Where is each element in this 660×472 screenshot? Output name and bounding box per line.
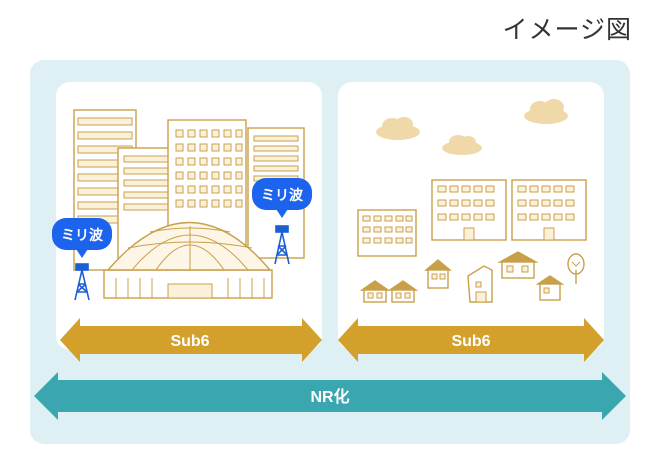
nr-label: NR化 xyxy=(310,387,349,406)
cloud-icon xyxy=(376,117,420,140)
house-icon xyxy=(467,265,493,303)
nr-migration-arrow: NR化 xyxy=(34,372,626,420)
sub6-coverage-arrow-right: Sub6 xyxy=(338,318,604,362)
sub6-label-left: Sub6 xyxy=(170,333,209,350)
house-icon xyxy=(359,280,391,303)
house-icon xyxy=(387,280,419,303)
sub6-label-right: Sub6 xyxy=(451,333,490,350)
house-icon xyxy=(497,251,539,279)
mmwave-label-right: ミリ波 xyxy=(261,187,304,203)
apartment-icon xyxy=(357,209,417,257)
tree-icon xyxy=(567,253,585,284)
mmwave-badge-left: ミリ波 xyxy=(52,218,112,258)
house-icon xyxy=(535,275,565,301)
cloud-icon xyxy=(442,135,482,155)
sub6-coverage-arrow-left: Sub6 xyxy=(60,318,322,362)
dome-stadium-icon xyxy=(103,222,273,299)
suburb-scene xyxy=(357,99,587,303)
house-icon xyxy=(424,259,452,289)
mmwave-label-left: ミリ波 xyxy=(61,227,104,243)
apartment-icon xyxy=(431,179,507,241)
cell-tower-icon xyxy=(274,225,290,265)
apartment-icon xyxy=(511,179,587,241)
cloud-icon xyxy=(524,99,568,124)
cell-tower-icon xyxy=(74,263,90,301)
diagram-caption: イメージ図 xyxy=(502,15,632,44)
mmwave-badge-right: ミリ波 xyxy=(252,178,312,218)
